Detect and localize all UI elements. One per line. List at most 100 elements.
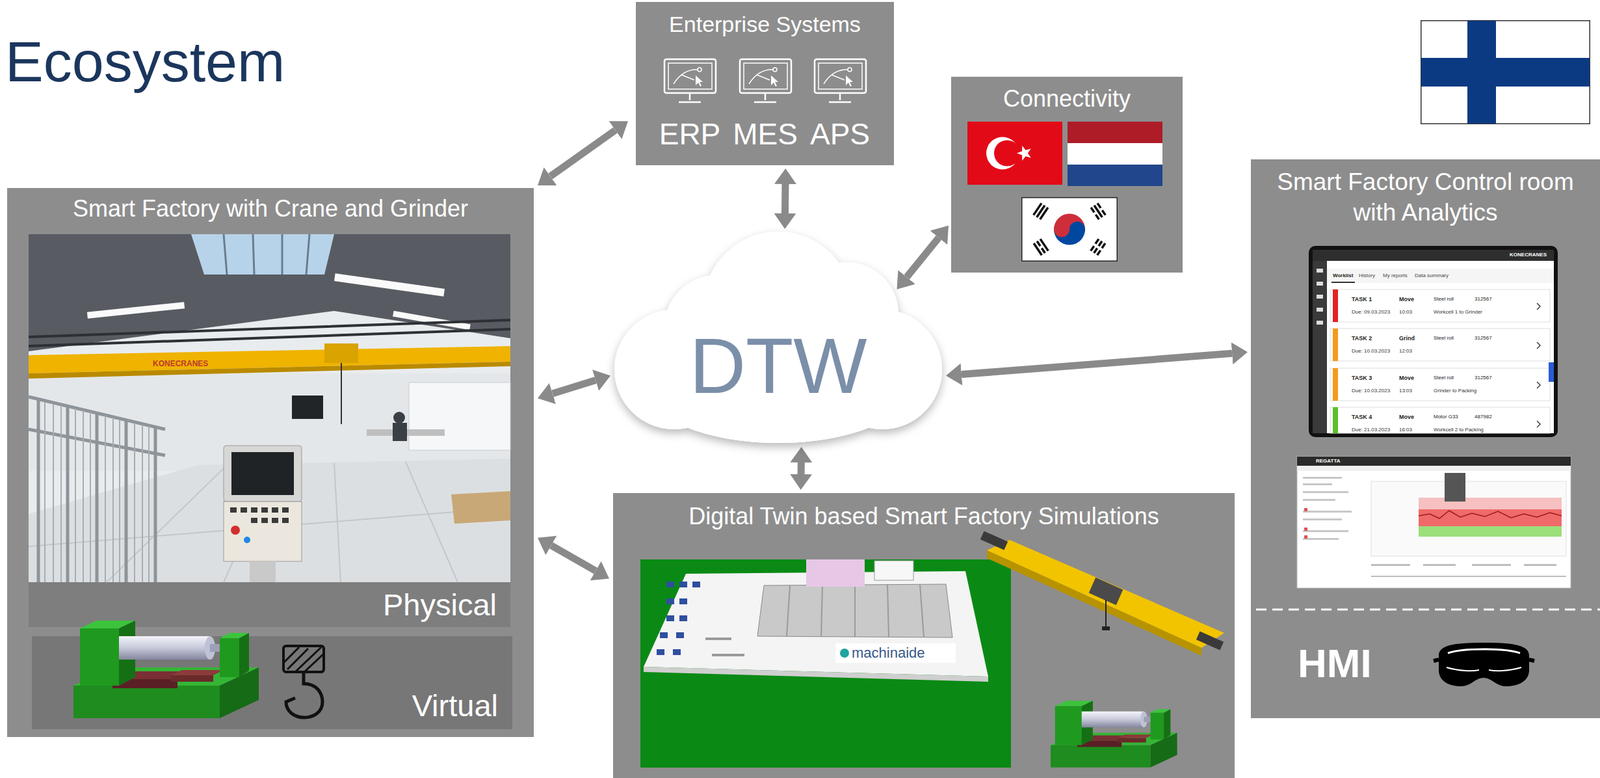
tab-label: History [1358,272,1376,279]
factory-photo [340,362,342,424]
simulation-screenshot [806,559,865,587]
netherlands-flag [1067,164,1163,186]
crane-hook-icon [283,645,324,718]
task-cell: Workcell 2 to Packing [1433,426,1484,433]
task-cell: 312567 [1474,295,1493,302]
system-box: PhysicalKONECRANES Virtual Smart Factory … [7,187,534,737]
crane-model [986,550,1202,656]
factory-photo [451,490,511,524]
monitor-icon [814,59,866,103]
korea-flag [1090,206,1096,213]
korea-flag [1094,213,1101,220]
task-cell: TASK 3 [1351,374,1372,381]
tablet-screenshot [1330,289,1550,322]
factory-photo [271,517,279,523]
analytics-screenshot [1418,509,1562,526]
korea-flag [1069,221,1086,238]
task-cell: 12:03 [1399,347,1413,354]
simulation-screenshot [666,615,675,621]
korea-flag [1094,237,1100,244]
band-label: Virtual [412,687,499,724]
factory-photo [261,517,268,523]
factory-photo [230,507,237,513]
factory-photo [191,234,335,275]
analytics-screenshot [1297,456,1571,588]
task-cell: Due: 10.03.2023 [1351,347,1391,354]
band: PhysicalKONECRANES [28,234,511,627]
factory-photo [291,395,324,419]
simulation-screenshot [656,581,701,655]
korea-flag [1053,221,1070,238]
factory-photo [261,507,268,513]
turkey-flag [1016,145,1032,161]
simulation-screenshot [666,598,675,604]
box-heading: Enterprise Systems [668,11,861,38]
simulation-screenshot [672,648,681,655]
task-cell: Move [1399,374,1415,381]
korea-flag [1040,247,1047,254]
korea-flag [1022,197,1118,262]
task-cell: Steel roll [1433,295,1454,302]
tablet-screenshot [1548,362,1554,382]
simulation-screenshot [643,666,989,682]
tablet-screenshot [1332,367,1338,401]
analytics-screenshot [1444,472,1466,502]
analytics-screenshot [1302,498,1336,501]
analytics-screenshot [1371,575,1567,577]
vr-headset-icon [1433,659,1535,661]
crane-model [1105,599,1107,627]
tablet-screenshot [1330,328,1550,361]
factory-photo [393,411,406,424]
factory-photo [231,451,294,495]
crane-model [1101,626,1110,630]
box-heading: Smart Factory Control room with Analytic… [1257,167,1594,229]
korea-flag [1033,237,1050,256]
hmi-label: HMI [1297,639,1372,686]
task-cell: 13:03 [1399,387,1413,394]
turkey-flag [967,121,1063,185]
task-cell: Grinder to Packing [1433,387,1477,394]
turkey-flag [994,140,1021,167]
finland-flag [1421,20,1591,125]
finland-flag [1421,57,1590,87]
analytics-screenshot [1302,476,1342,479]
analytics-screenshot [1304,527,1308,531]
korea-flag [1100,242,1106,249]
tablet-screenshot [1316,281,1324,286]
task-cell: 312567 [1474,374,1493,381]
factory-photo [324,343,359,363]
simulation-screenshot [835,642,956,663]
factory-photo [271,507,279,513]
factory-photo [392,310,471,331]
analytics-screenshot [1302,476,1352,540]
cloud-shape [614,231,943,443]
box-heading: Smart Factory with Crane and Grinder [72,194,469,223]
simulation-screenshot [839,648,850,658]
task-cell: Grind [1399,334,1415,342]
factory-photo [28,234,511,582]
cloud-hub: DTW [612,229,945,445]
monitor-icon [739,59,792,103]
tablet-screenshot [1536,302,1541,428]
korea-flag [1097,240,1103,247]
system-box: Smart Factory Control room with Analytic… [1250,159,1600,718]
analytics-screenshot [1302,483,1333,486]
task-cell: Move [1399,295,1415,303]
double-arrow [906,237,939,277]
korea-flag [1036,240,1042,247]
simulation-screenshot [640,559,1011,768]
monitor-icon [739,59,792,103]
korea-flag [1096,249,1102,256]
netherlands-flag [1067,121,1163,144]
simulation-screenshot [874,560,914,580]
factory-photo [223,501,302,562]
analytics-screenshot [1302,518,1342,521]
task-cell: 487982 [1474,413,1493,420]
korea-flag [1089,237,1106,256]
band-label: Physical [382,586,497,623]
factory-photo [28,234,511,352]
system-label: MES [732,117,798,152]
simulation-screenshot [679,581,688,588]
factory-photo [243,536,251,543]
